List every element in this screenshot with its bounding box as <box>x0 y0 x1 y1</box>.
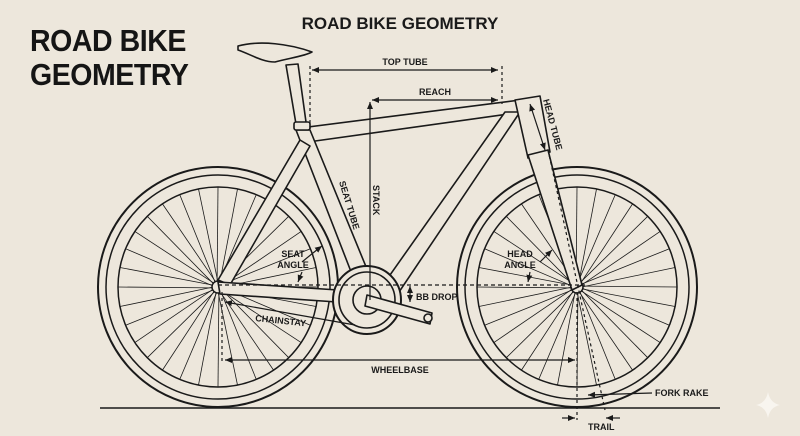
crank-arm <box>364 294 433 325</box>
spoke <box>582 288 670 326</box>
spoke <box>222 290 302 343</box>
title-line-2: GEOMETRY <box>30 57 189 92</box>
spoke <box>125 289 214 326</box>
wheelbase-label: WHEELBASE <box>371 365 429 375</box>
seatpost <box>285 63 307 125</box>
spoke <box>222 248 311 285</box>
spoke <box>216 186 219 282</box>
seatpost-clamp <box>293 121 311 131</box>
spoke <box>580 216 648 283</box>
spoke <box>220 292 274 371</box>
spoke <box>222 290 289 358</box>
spoke <box>119 267 213 286</box>
spoke <box>582 267 676 288</box>
spoke <box>484 248 572 286</box>
spoke <box>217 292 220 388</box>
spoke <box>578 188 597 282</box>
spoke <box>557 292 576 386</box>
stack-label: STACK <box>371 185 381 216</box>
spoke <box>217 292 238 386</box>
spoke <box>582 285 678 288</box>
seat-angle-label-1: SEAT <box>281 249 305 259</box>
spoke <box>579 292 633 371</box>
bb-drop-label: BB DROP <box>416 292 458 302</box>
spoke <box>219 188 238 282</box>
sparkle-icon <box>756 392 780 418</box>
spoke <box>582 231 661 285</box>
spoke <box>581 248 670 285</box>
head-tube-dimension <box>529 103 546 151</box>
spoke <box>125 248 213 286</box>
spoke <box>119 286 213 307</box>
spoke <box>198 292 217 386</box>
spoke <box>493 289 572 343</box>
spoke <box>198 188 219 282</box>
spoke <box>478 267 572 286</box>
title-line-1: ROAD BIKE <box>30 23 186 58</box>
trail-label: TRAIL <box>588 422 615 432</box>
spoke <box>117 286 213 289</box>
spoke <box>220 291 257 380</box>
main-title: ROAD BIKE GEOMETRY <box>30 23 189 92</box>
spoke <box>476 286 572 289</box>
spoke <box>578 194 616 282</box>
spoke <box>582 288 676 307</box>
spoke <box>179 194 216 283</box>
chainstay-dimension <box>224 300 356 326</box>
spoke <box>576 292 597 386</box>
spoke <box>581 290 648 358</box>
spoke <box>506 291 574 358</box>
spoke <box>493 231 573 284</box>
spoke <box>521 291 574 371</box>
spoke <box>147 216 214 284</box>
reach-label: REACH <box>419 87 451 97</box>
top-tube-label: TOP TUBE <box>382 57 427 67</box>
spoke <box>179 292 217 380</box>
spoke <box>579 291 616 380</box>
spoke <box>223 231 302 285</box>
fork-rake-label: FORK RAKE <box>655 388 709 398</box>
seat-angle-label-2: ANGLE <box>277 260 309 270</box>
head-angle-label-2: ANGLE <box>504 260 536 270</box>
spoke <box>506 216 573 284</box>
pedal-axle <box>423 313 433 323</box>
spoke <box>134 289 213 343</box>
front-wheel <box>456 166 698 408</box>
saddle <box>237 42 313 63</box>
spoke <box>580 203 633 283</box>
head-angle-label-1: HEAD <box>507 249 533 259</box>
down-tube <box>377 111 521 299</box>
dimension-lines <box>218 66 653 421</box>
diagram-title: ROAD BIKE GEOMETRY <box>302 14 499 33</box>
spoke <box>134 231 214 284</box>
spoke <box>484 289 573 326</box>
spoke <box>162 203 216 282</box>
spoke <box>147 291 215 358</box>
spoke <box>538 292 576 380</box>
frame <box>217 42 583 335</box>
spoke <box>478 286 572 307</box>
spoke <box>162 291 215 371</box>
spoke <box>581 290 661 343</box>
